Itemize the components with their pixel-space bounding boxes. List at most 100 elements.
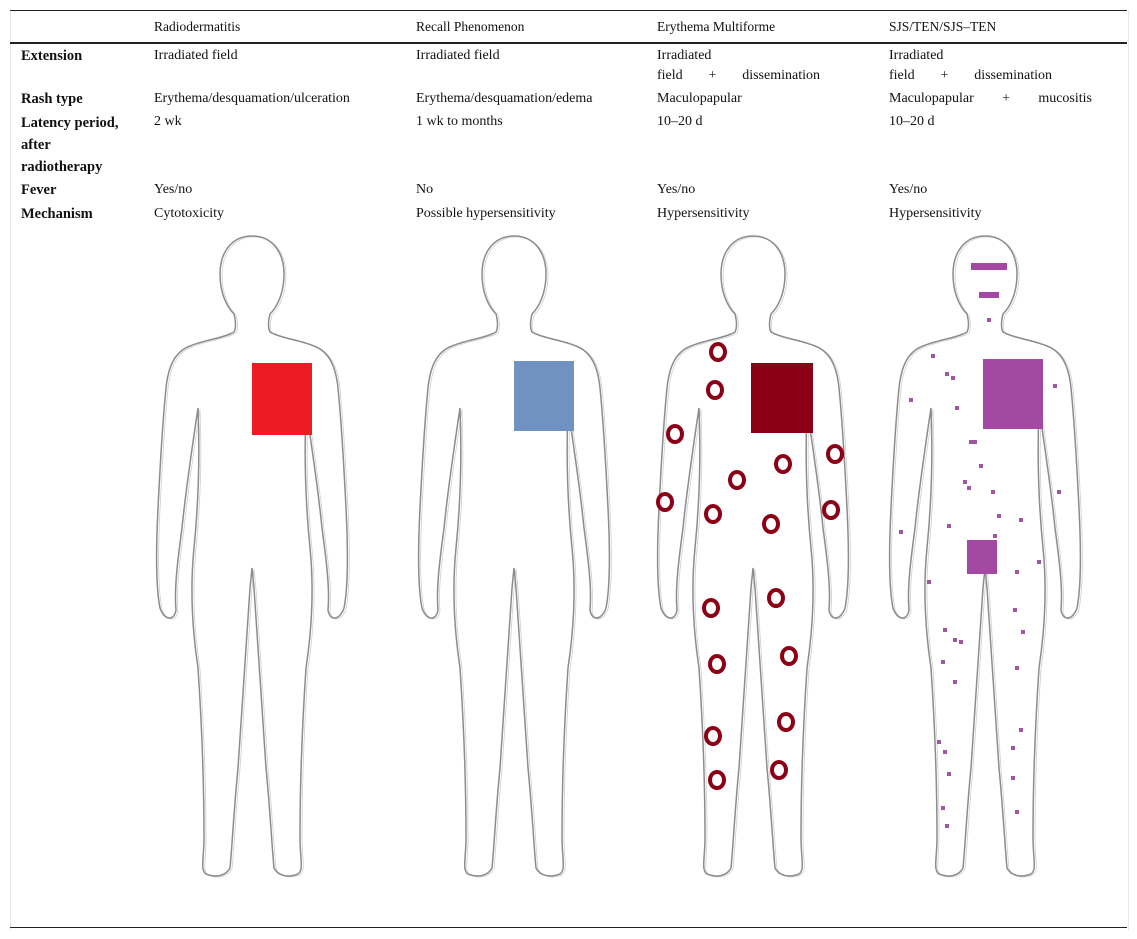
col-header-sjs-ten: SJS/TEN/SJS–TEN <box>889 19 997 34</box>
cell-mechanism-radiodermatitis: Cytotoxicity <box>154 206 224 221</box>
mucosal-lesion <box>971 263 1007 270</box>
target-lesion <box>702 598 720 618</box>
purpura-spot <box>931 354 935 358</box>
body-outline-shadow <box>158 236 350 878</box>
target-lesion <box>770 760 788 780</box>
purpura-spot <box>959 640 963 644</box>
purpura-spot <box>899 530 903 534</box>
cell-rash-sjs: Maculopapular + mucositis <box>889 89 1092 109</box>
purpura-spot <box>969 440 973 444</box>
affected-area-patch <box>252 363 312 435</box>
body-outline-icon <box>417 235 612 878</box>
body-outline <box>656 235 850 877</box>
col-header-erythema-multiforme: Erythema Multiforme <box>657 19 776 34</box>
purpura-spot <box>1019 728 1023 732</box>
cell-extension-sjs-line2: field + dissemination <box>889 66 1052 86</box>
target-lesion <box>709 342 727 362</box>
purpura-spot <box>955 406 959 410</box>
cell-rash-recall: Erythema/desquamation/edema <box>416 91 593 106</box>
text-field: field <box>657 68 683 83</box>
body-figure-erythema-multiforme <box>655 228 851 892</box>
purpura-spot <box>997 514 1001 518</box>
cell-fever-em: Yes/no <box>657 182 696 197</box>
target-lesion <box>708 654 726 674</box>
cell-extension-em: Irradiated <box>657 48 712 63</box>
cell-latency-radiodermatitis: 2 wk <box>154 114 182 129</box>
target-lesion <box>774 454 792 474</box>
purpura-spot <box>963 480 967 484</box>
cell-extension-em-line2: field + dissemination <box>657 66 820 86</box>
purpura-spot <box>1053 384 1057 388</box>
target-lesion <box>777 712 795 732</box>
mucosal-lesion <box>979 292 999 298</box>
target-lesion <box>767 588 785 608</box>
purpura-spot <box>993 534 997 538</box>
row-label-mechanism: Mechanism <box>21 206 93 222</box>
body-figure-sjs-ten <box>887 228 1083 892</box>
body-outline-icon <box>656 235 851 878</box>
cell-extension-recall: Irradiated field <box>416 48 500 63</box>
purpura-spot <box>951 376 955 380</box>
row-label-rash-type: Rash type <box>21 91 83 107</box>
body-figure-recall <box>416 228 612 892</box>
text-dissemination: dissemination <box>742 68 820 83</box>
text-maculopapular: Maculopapular <box>889 91 974 106</box>
purpura-spot <box>1015 570 1019 574</box>
purpura-spot <box>943 750 947 754</box>
target-lesion <box>704 726 722 746</box>
body-outline-icon <box>155 235 350 878</box>
purpura-spot <box>991 490 995 494</box>
purpura-spot <box>947 524 951 528</box>
body-figure-radiodermatitis <box>154 228 350 892</box>
purpura-spot <box>987 318 991 322</box>
cell-extension-sjs: Irradiated <box>889 48 944 63</box>
purpura-spot <box>1015 810 1019 814</box>
target-lesion <box>762 514 780 534</box>
target-lesion <box>708 770 726 790</box>
cell-rash-em: Maculopapular <box>657 91 742 106</box>
row-label-latency: Latency period, after radiotherapy <box>21 115 119 175</box>
purpura-spot <box>945 372 949 376</box>
purpura-spot <box>979 464 983 468</box>
purpura-spot <box>953 638 957 642</box>
cell-rash-radiodermatitis: Erythema/desquamation/ulceration <box>154 91 350 106</box>
top-rule <box>10 10 1127 11</box>
target-lesion <box>706 380 724 400</box>
body-outline-icon <box>888 235 1083 878</box>
purpura-spot <box>953 680 957 684</box>
purpura-spot <box>943 628 947 632</box>
text-field: field <box>889 68 915 83</box>
text-dissemination: dissemination <box>974 68 1052 83</box>
target-lesion <box>656 492 674 512</box>
purpura-spot <box>941 660 945 664</box>
genital-lesion <box>967 540 997 574</box>
text-mucositis: mucositis <box>1038 91 1092 106</box>
purpura-spot <box>947 772 951 776</box>
text-plus: + <box>1002 91 1010 106</box>
col-header-radiodermatitis: Radiodermatitis <box>154 19 241 34</box>
body-outline-shadow <box>659 236 851 878</box>
body-outline-shadow <box>420 236 612 878</box>
purpura-spot <box>937 740 941 744</box>
body-outline <box>155 235 349 877</box>
purpura-spot <box>1015 666 1019 670</box>
bottom-rule <box>10 927 1127 928</box>
table-frame <box>10 10 1129 930</box>
purpura-spot <box>967 486 971 490</box>
body-outline <box>417 235 611 877</box>
cell-fever-radiodermatitis: Yes/no <box>154 182 193 197</box>
purpura-spot <box>909 398 913 402</box>
purpura-spot <box>945 824 949 828</box>
purpura-spot <box>973 440 977 444</box>
affected-area-patch <box>751 363 813 433</box>
cell-latency-em: 10–20 d <box>657 114 703 129</box>
text-plus: + <box>940 68 949 83</box>
row-label-fever: Fever <box>21 182 57 198</box>
cell-latency-sjs: 10–20 d <box>889 114 935 129</box>
purpura-spot <box>1037 560 1041 564</box>
target-lesion <box>780 646 798 666</box>
target-lesion <box>728 470 746 490</box>
purpura-spot <box>1013 608 1017 612</box>
cell-latency-recall: 1 wk to months <box>416 114 503 129</box>
cell-fever-sjs: Yes/no <box>889 182 928 197</box>
